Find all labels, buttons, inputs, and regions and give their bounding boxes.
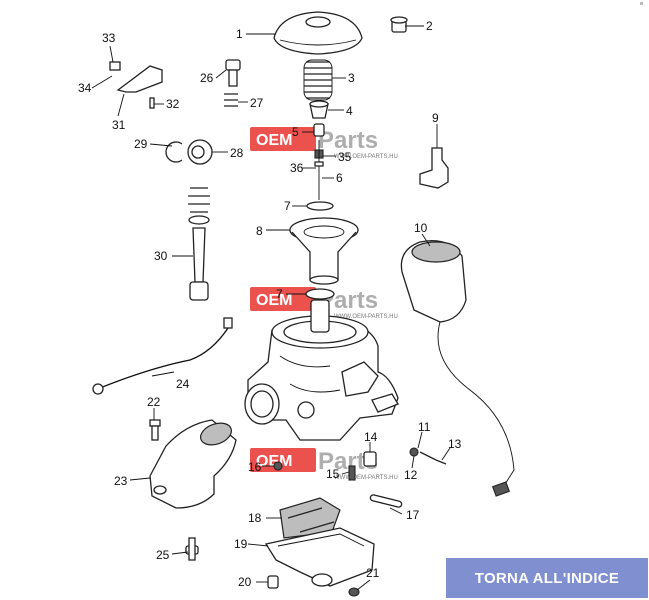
- callout-28: 28: [230, 146, 244, 160]
- callout-21: 21: [366, 566, 380, 580]
- callout-5: 5: [292, 125, 299, 139]
- callout-30: 30: [154, 249, 168, 263]
- callout-10: 10: [414, 221, 428, 235]
- part-needle: [314, 140, 324, 200]
- callout-17: 17: [406, 508, 420, 522]
- callout-31: 31: [112, 118, 126, 132]
- callout-35: 35: [338, 150, 352, 164]
- part-lever: [109, 61, 163, 109]
- leader-lines: [91, 25, 451, 591]
- back-to-index-button[interactable]: TORNA ALL'INDICE: [446, 558, 648, 598]
- callout-9: 9: [432, 111, 439, 125]
- callout-14: 14: [364, 430, 378, 444]
- svg-text:WWW.OEM-PARTS.HU: WWW.OEM-PARTS.HU: [334, 314, 398, 320]
- part-spring-seat: [309, 100, 329, 119]
- part-top-cover: [273, 11, 363, 55]
- part-seal: [187, 139, 213, 165]
- callout-7-lower: 7: [276, 287, 283, 301]
- part-electric-choke: [400, 239, 515, 497]
- callout-2: 2: [426, 19, 433, 33]
- callout-33: 33: [102, 31, 116, 45]
- callout-26: 26: [200, 71, 214, 85]
- svg-text:WWW.OEM-PARTS.HU: WWW.OEM-PARTS.HU: [334, 154, 398, 160]
- callout-19: 19: [234, 537, 248, 551]
- part-retaining-clip: [165, 141, 183, 163]
- part-nozzle: [185, 537, 199, 561]
- part-choke-fitting: [419, 140, 449, 189]
- callout-13: 13: [448, 437, 462, 451]
- part-carburetor-body: [244, 299, 399, 441]
- callout-8: 8: [256, 224, 263, 238]
- part-o-ring-upper: [306, 201, 334, 211]
- watermark-top: OEM Parts WWW.OEM-PARTS.HU: [250, 127, 398, 160]
- callout-34: 34: [78, 81, 92, 95]
- callout-23: 23: [114, 474, 128, 488]
- callout-25: 25: [156, 548, 170, 562]
- callout-22: 22: [147, 395, 161, 409]
- callout-3: 3: [348, 71, 355, 85]
- callout-7-upper: 7: [284, 199, 291, 213]
- callout-4: 4: [346, 104, 353, 118]
- part-idle-spring: [224, 93, 238, 107]
- part-o-ring-lower: [305, 288, 335, 300]
- corner-mark: [640, 2, 643, 5]
- part-bolt: [149, 419, 161, 441]
- callout-27: 27: [250, 96, 264, 110]
- callout-16: 16: [248, 460, 262, 474]
- part-piston: [289, 217, 359, 285]
- callout-36: 36: [290, 161, 304, 175]
- part-pin: [369, 494, 403, 508]
- callout-32: 32: [166, 97, 180, 111]
- part-cap: [390, 16, 408, 33]
- part-intake-manifold: [149, 419, 237, 509]
- svg-text:OEM: OEM: [256, 132, 292, 149]
- part-drain-screw: [267, 575, 279, 589]
- callout-12: 12: [404, 468, 418, 482]
- part-float: [279, 497, 341, 539]
- callout-29: 29: [134, 137, 148, 151]
- callout-18: 18: [248, 511, 262, 525]
- callout-labels: 1 2 3 4 5 6 7 7 8 9 10 11 12 13 14 15 16…: [78, 19, 462, 589]
- callout-11: 11: [418, 420, 431, 434]
- callout-20: 20: [238, 575, 252, 589]
- part-fuel-hose: [92, 317, 233, 395]
- callout-1: 1: [236, 27, 243, 41]
- part-clip: [313, 123, 325, 137]
- callout-24: 24: [176, 377, 190, 391]
- part-spring: [303, 59, 333, 101]
- part-starter-plunger: [188, 187, 210, 301]
- callout-15: 15: [326, 467, 340, 481]
- svg-text:Parts: Parts: [318, 127, 378, 154]
- part-screw-set: [409, 447, 447, 465]
- svg-text:WWW.OEM-PARTS.HU: WWW.OEM-PARTS.HU: [334, 475, 398, 481]
- part-idle-screw: [225, 59, 241, 87]
- part-float-bowl: [264, 527, 375, 587]
- part-bowl-screw: [348, 587, 360, 597]
- callout-6: 6: [336, 171, 343, 185]
- svg-text:OEM: OEM: [256, 292, 292, 309]
